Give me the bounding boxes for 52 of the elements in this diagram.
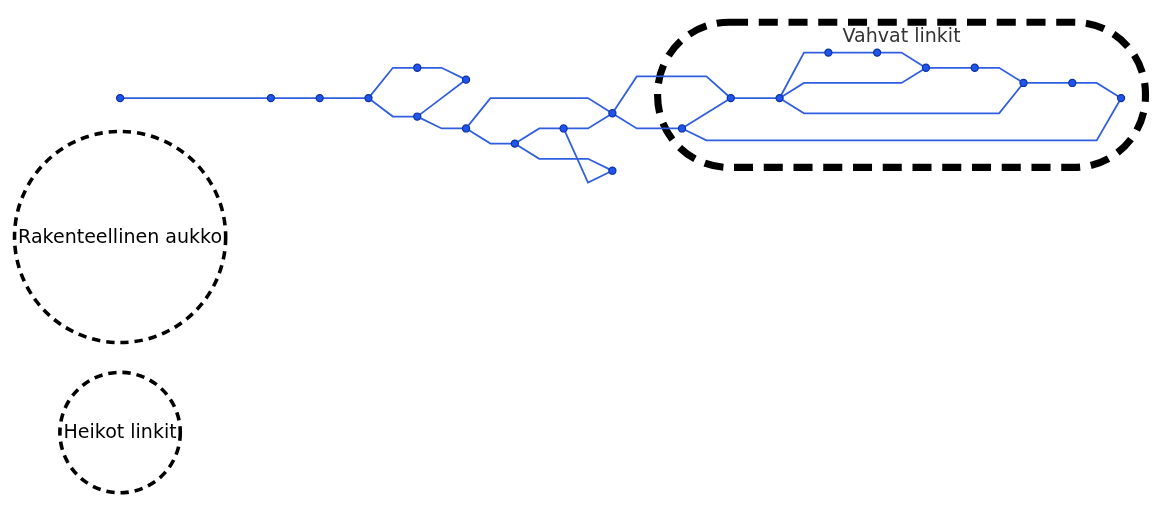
connector bbox=[733, 97, 777, 99]
connector bbox=[1026, 82, 1070, 84]
node-circle bbox=[873, 48, 882, 57]
connector bbox=[370, 99, 415, 118]
connector bbox=[684, 100, 1121, 142]
node-circle bbox=[921, 63, 931, 72]
node-circle bbox=[413, 63, 422, 72]
connector bbox=[369, 66, 415, 97]
connector bbox=[781, 68, 924, 98]
connector bbox=[831, 51, 875, 54]
node-circle bbox=[510, 139, 519, 148]
connector bbox=[781, 84, 1023, 115]
node-circle bbox=[1019, 78, 1028, 88]
node-circle bbox=[364, 93, 373, 103]
node-circle bbox=[677, 124, 687, 133]
node-circle bbox=[1068, 78, 1077, 88]
connector bbox=[613, 75, 729, 112]
node-circle bbox=[559, 124, 568, 133]
connector bbox=[566, 114, 611, 130]
node-circle bbox=[970, 63, 979, 72]
node-circle bbox=[266, 93, 276, 103]
connector bbox=[564, 130, 611, 184]
node-circle bbox=[608, 109, 617, 118]
node-circle bbox=[608, 166, 617, 175]
connector bbox=[780, 51, 826, 96]
connector bbox=[1074, 82, 1119, 98]
connector bbox=[122, 97, 269, 99]
connector bbox=[419, 80, 465, 116]
node-circle bbox=[315, 93, 324, 103]
connector bbox=[516, 127, 561, 143]
connector bbox=[419, 117, 464, 130]
connector bbox=[467, 97, 611, 127]
node-circle bbox=[726, 93, 735, 103]
connector bbox=[516, 144, 611, 171]
node-circle bbox=[413, 112, 422, 121]
connector bbox=[614, 114, 680, 130]
node-circle bbox=[775, 93, 784, 103]
node-circle bbox=[461, 124, 471, 133]
node-circle: Heikot linkit bbox=[58, 370, 183, 495]
node-circle: Rakenteellinen aukko bbox=[12, 129, 228, 345]
node-circle bbox=[461, 75, 471, 84]
node-circle bbox=[1116, 93, 1126, 103]
node-circle bbox=[824, 48, 833, 57]
connector bbox=[684, 99, 729, 128]
connector bbox=[273, 97, 317, 99]
connector bbox=[322, 97, 366, 99]
connector bbox=[977, 66, 1022, 82]
connector bbox=[879, 51, 924, 67]
connector bbox=[468, 129, 513, 145]
connector bbox=[928, 66, 973, 69]
node-circle bbox=[115, 93, 125, 103]
connector bbox=[419, 66, 464, 79]
